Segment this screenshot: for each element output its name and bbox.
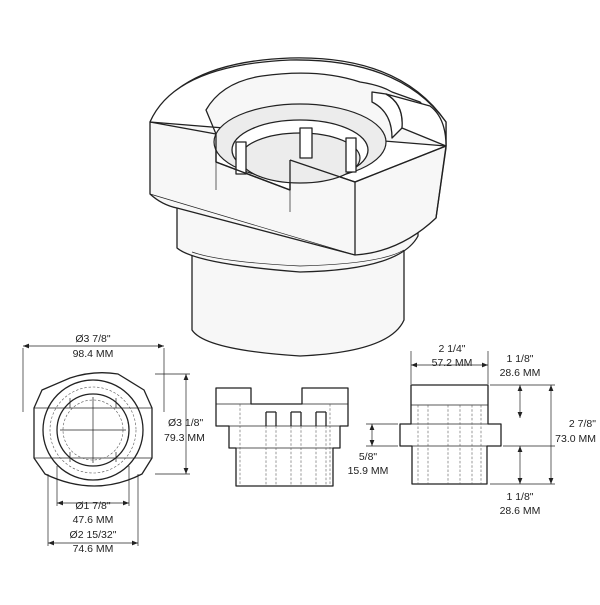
front-view-outline	[215, 387, 349, 487]
dim-flats-metric: 79.3 MM	[164, 432, 205, 444]
top-view	[22, 345, 190, 546]
dim-total-height-imperial: 2 7/8"	[569, 418, 596, 430]
dim-flange-metric: 15.9 MM	[348, 465, 389, 477]
top-view-flange-circle	[42, 379, 144, 481]
dim-bottom-height-imperial: 1 1/8"	[506, 491, 533, 503]
dim-outer-diameter-metric: 98.4 MM	[73, 348, 114, 360]
dim-flats-imperial: Ø3 1/8"	[168, 417, 204, 429]
dim-top-width-metric: 57.2 MM	[432, 357, 473, 369]
top-view-outline	[33, 372, 153, 487]
dim-outer-diameter-imperial: Ø3 7/8"	[75, 333, 111, 345]
dim-pilot-diameter-imperial: Ø2 15/32"	[70, 529, 117, 541]
side-view	[366, 351, 555, 485]
dim-top-height-imperial: 1 1/8"	[506, 353, 533, 365]
dim-flange-imperial: 5/8"	[359, 451, 378, 463]
dim-top-height-metric: 28.6 MM	[500, 367, 541, 379]
dim-bottom-height-metric: 28.6 MM	[500, 505, 541, 517]
isometric-view	[149, 57, 447, 357]
dim-pilot-diameter-metric: 74.6 MM	[73, 543, 114, 555]
dim-inner-diameter-imperial: Ø1 7/8"	[75, 500, 111, 512]
iso-lower-cylinder	[191, 249, 405, 357]
dim-top-width-imperial: 2 1/4"	[438, 343, 465, 355]
front-view	[215, 387, 349, 487]
side-view-outline	[399, 384, 502, 485]
dimension-arrowheads	[23, 343, 554, 546]
top-view-bore	[56, 393, 130, 467]
dim-total-height-metric: 73.0 MM	[555, 433, 596, 445]
dim-inner-diameter-metric: 47.6 MM	[73, 514, 114, 526]
